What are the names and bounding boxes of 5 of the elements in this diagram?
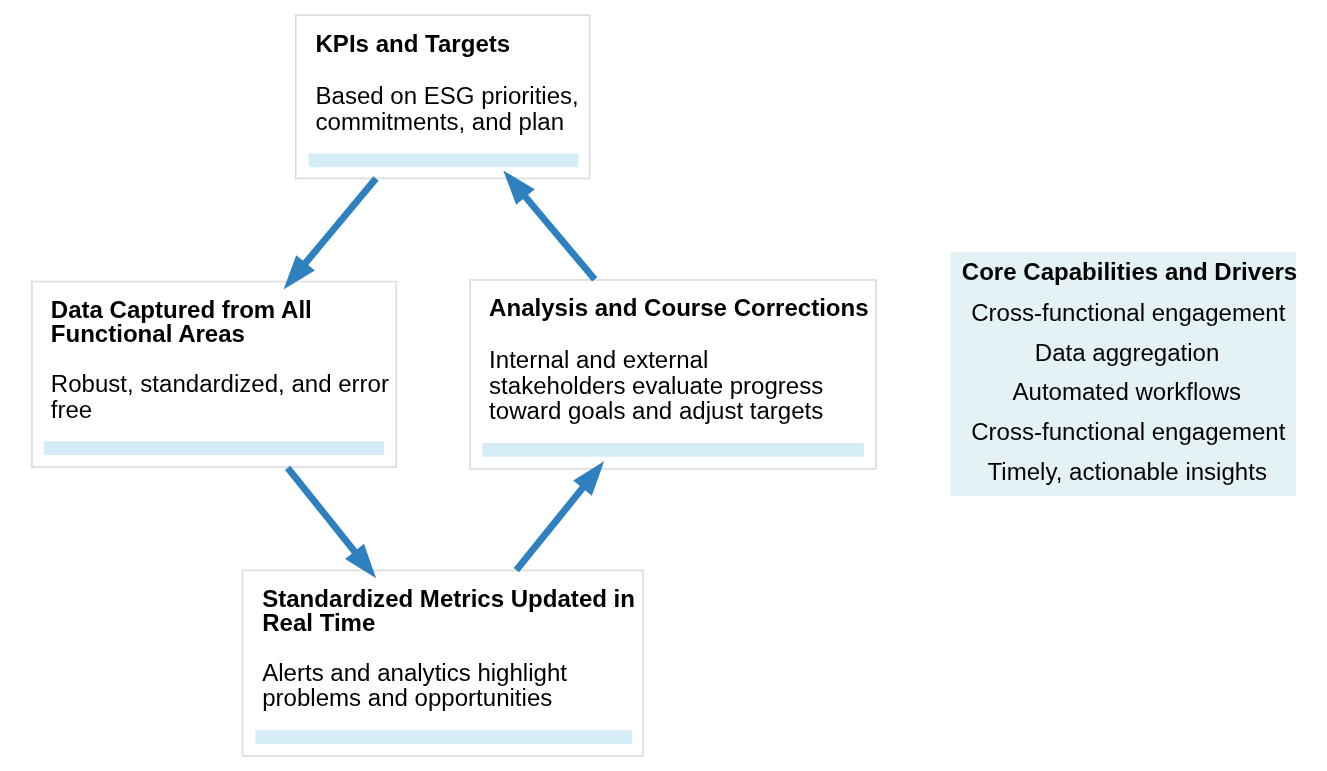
arrow <box>502 170 597 282</box>
arrow <box>283 176 379 290</box>
arrow <box>513 461 604 573</box>
node-box: Core Capabilities and Drivers Cross-functional engagement Data aggregation Automated workflows Cross-functional engagement Timely, actionable insights <box>950 252 1296 497</box>
arrow <box>284 465 376 579</box>
